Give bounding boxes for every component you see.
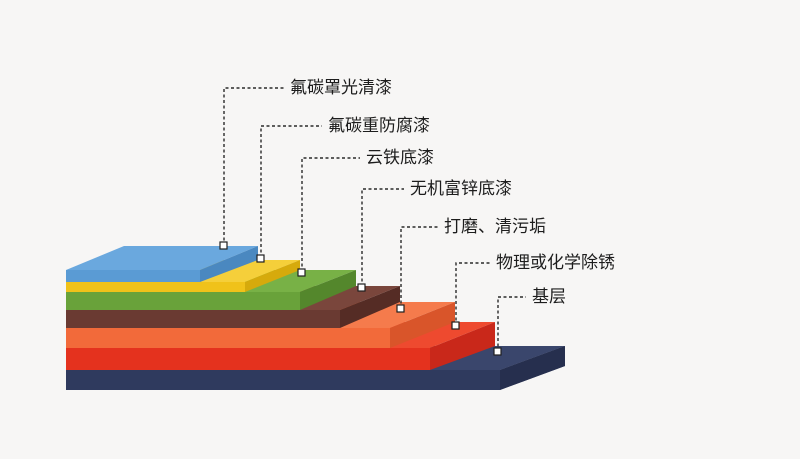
layer-iron-primer-side — [300, 270, 356, 310]
layer-zinc-primer-side — [340, 286, 400, 328]
marker-iron-primer — [297, 268, 306, 277]
leader-line-zinc-primer — [361, 188, 404, 287]
leader-line-rust-removal — [455, 262, 490, 326]
layer-clear-coat-side — [200, 246, 258, 282]
leader-line-iron-primer — [301, 157, 360, 272]
layer-anticorrosion — [66, 282, 245, 292]
layer-anticorrosion-side — [245, 260, 300, 292]
layer-grinding-side — [390, 302, 455, 348]
layer-clear-coat-top — [66, 246, 258, 270]
label-zinc-primer: 无机富锌底漆 — [410, 179, 512, 199]
marker-base — [493, 347, 502, 356]
marker-anticorrosion — [256, 254, 265, 263]
leader-line-base — [497, 296, 526, 352]
marker-zinc-primer — [357, 283, 366, 292]
layer-rust-removal — [66, 348, 430, 370]
label-anticorrosion: 氟碳重防腐漆 — [328, 116, 430, 136]
marker-clear-coat — [219, 241, 228, 250]
marker-rust-removal — [451, 321, 460, 330]
layer-clear-coat — [66, 270, 200, 282]
layer-base — [66, 346, 565, 390]
leader-line-anticorrosion — [260, 125, 322, 258]
layer-rust-removal-side — [430, 322, 495, 370]
marker-grinding — [396, 304, 405, 313]
layer-zinc-primer — [66, 310, 340, 328]
leader-line-clear-coat — [223, 87, 284, 246]
layer-iron-primer — [66, 292, 300, 310]
label-iron-primer: 云铁底漆 — [366, 148, 434, 168]
label-clear-coat: 氟碳罩光清漆 — [290, 78, 392, 98]
layer-grinding — [66, 328, 390, 348]
label-grinding: 打磨、清污垢 — [444, 217, 546, 237]
label-rust-removal: 物理或化学除锈 — [496, 253, 615, 273]
leader-line-grinding — [400, 226, 438, 309]
label-base: 基层 — [532, 287, 566, 307]
layer-base-side — [500, 346, 565, 390]
